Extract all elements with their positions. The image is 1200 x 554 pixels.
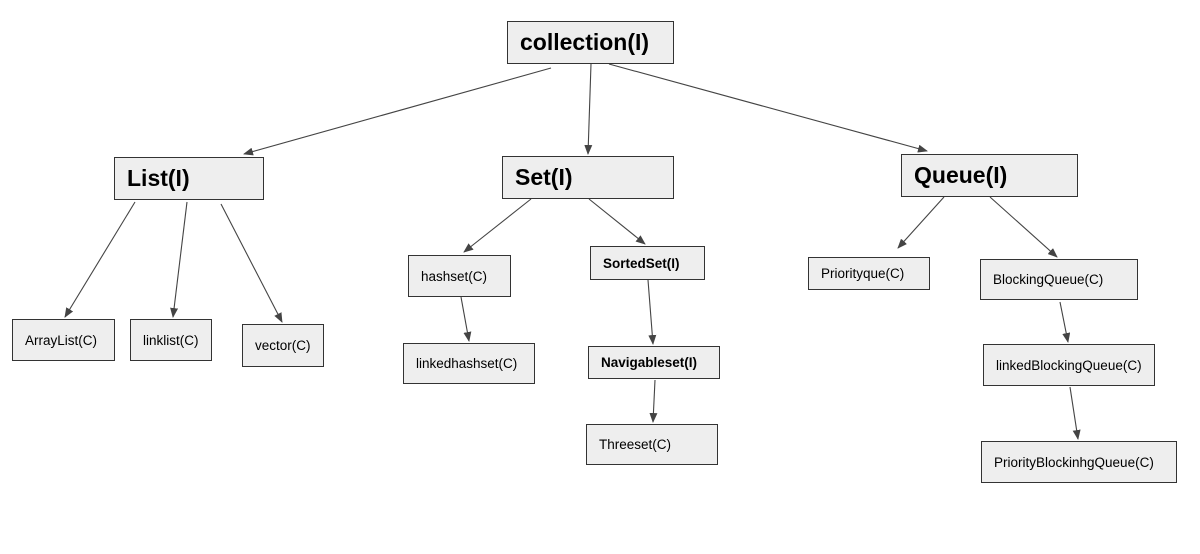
node-set: Set(I) — [502, 156, 674, 199]
edge-collection-set — [584, 63, 593, 155]
node-navigableset: Navigableset(I) — [588, 346, 720, 379]
edge-navigableset-treeset — [649, 379, 658, 423]
edge-set-hashset — [463, 198, 532, 253]
node-vector: vector(C) — [242, 324, 324, 367]
edge-sortedset-navigableset — [647, 279, 657, 345]
edge-queue-priorityque — [897, 196, 945, 249]
edge-linkedblockingqueue-priorityblockingqueue — [1069, 386, 1081, 440]
edge-list-vector — [220, 203, 283, 323]
node-arraylist: ArrayList(C) — [12, 319, 115, 361]
edge-list-linklist — [170, 201, 188, 318]
node-treeset: Threeset(C) — [586, 424, 718, 465]
node-queue: Queue(I) — [901, 154, 1078, 197]
node-linklist: linklist(C) — [130, 319, 212, 361]
node-collection: collection(I) — [507, 21, 674, 64]
node-sortedset: SortedSet(I) — [590, 246, 705, 280]
node-linkedblockingqueue: linkedBlockingQueue(C) — [983, 344, 1155, 386]
node-hashset: hashset(C) — [408, 255, 511, 297]
node-priorityque: Priorityque(C) — [808, 257, 930, 290]
edge-blockingqueue-linkedblockingqueue — [1059, 301, 1071, 343]
node-list: List(I) — [114, 157, 264, 200]
edge-collection-list — [243, 67, 552, 156]
node-linkedhashset: linkedhashset(C) — [403, 343, 535, 384]
edge-hashset-linkedhashset — [460, 296, 472, 342]
node-blockingqueue: BlockingQueue(C) — [980, 259, 1138, 300]
edge-queue-blockingqueue — [989, 196, 1058, 258]
edge-set-sortedset — [588, 198, 646, 245]
node-priorityblockingqueue: PriorityBlockinhgQueue(C) — [981, 441, 1177, 483]
edge-collection-queue — [608, 63, 928, 153]
edge-list-arraylist — [64, 201, 136, 318]
